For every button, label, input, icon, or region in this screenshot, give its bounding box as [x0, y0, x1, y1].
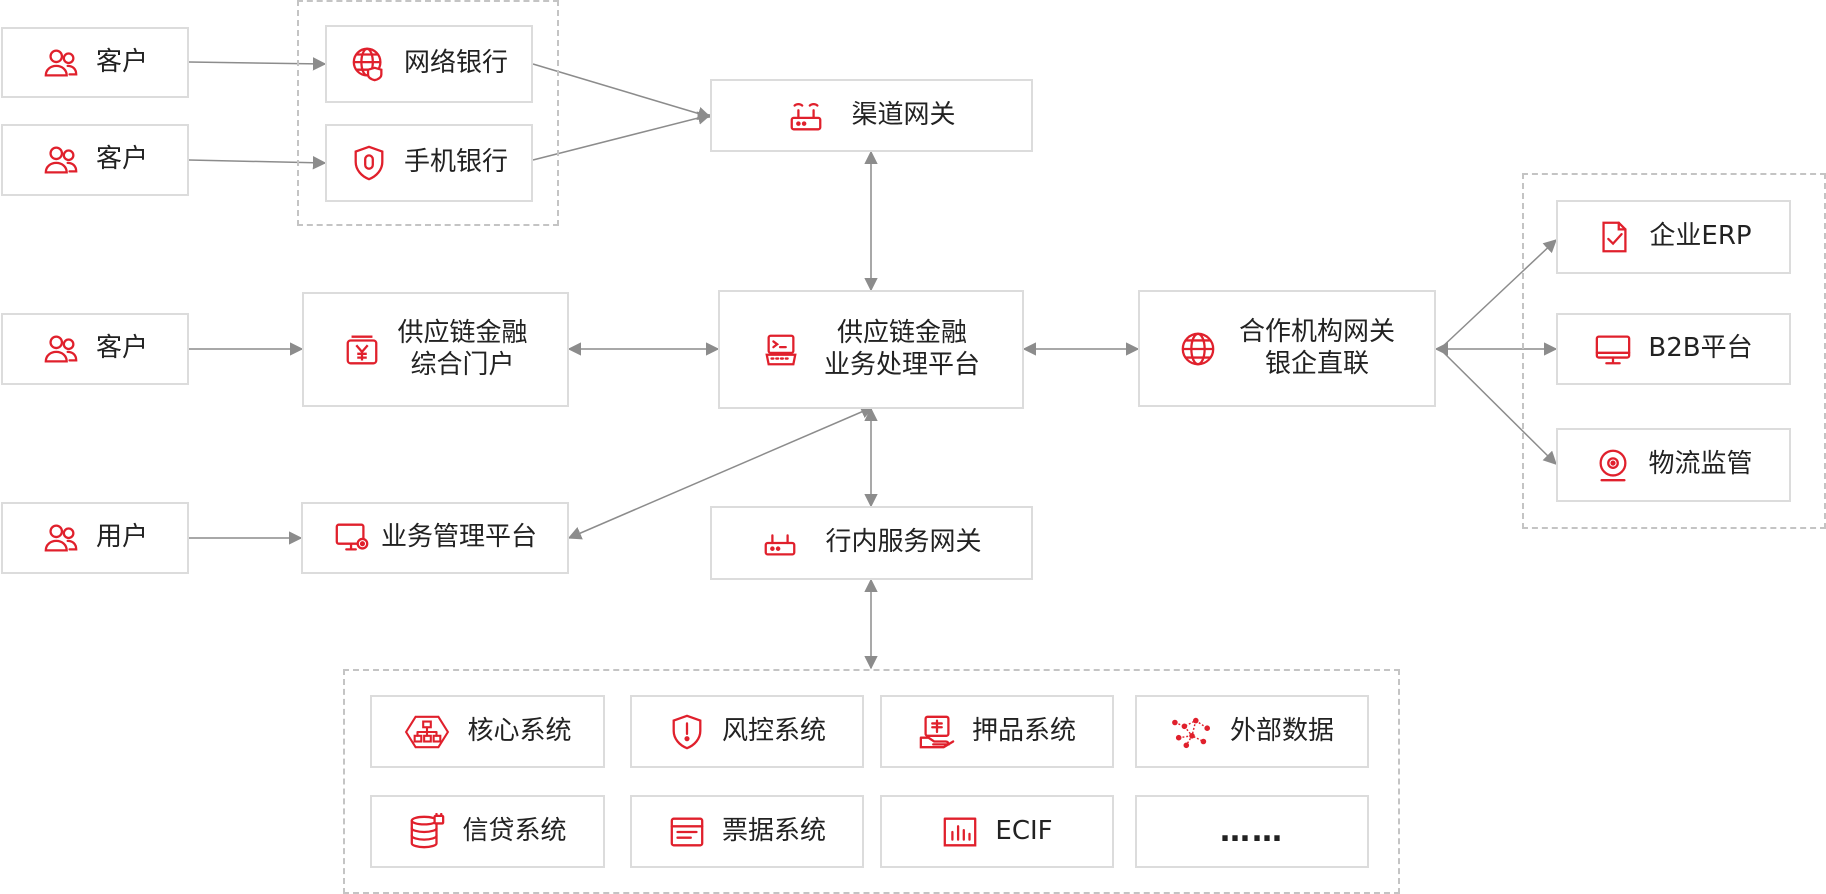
online-banking-label: 网络银行 [403, 48, 508, 79]
customer-label: 客户 [95, 144, 148, 175]
system-ecif-label: ECIF [995, 815, 1053, 846]
users-icon [42, 141, 80, 179]
users-icon [42, 44, 80, 82]
camera-icon [1594, 446, 1632, 484]
system-credit-box[interactable]: 信贷系统 [370, 795, 605, 868]
system-risk-label: 风控系统 [721, 715, 826, 746]
core-platform-box[interactable]: 供应链金融 业务处理平台 [718, 290, 1024, 409]
arrow-online-banking-channel-gateway [532, 63, 712, 120]
yen-icon [343, 331, 381, 369]
channels-group [297, 0, 559, 226]
arrow-mgmt-core [567, 405, 875, 540]
systems-group [343, 669, 1400, 894]
mobile-banking-label: 手机银行 [403, 147, 508, 178]
partner-b2b-label: B2B平台 [1648, 333, 1753, 364]
database-icon [408, 812, 446, 851]
core-platform-label: 供应链金融 业务处理平台 [823, 318, 980, 380]
bar-chart-icon [941, 813, 979, 851]
monitor-icon [1594, 330, 1632, 368]
partner-logistics-box[interactable]: 物流监管 [1556, 428, 1791, 502]
arrow-partner-logistics [1439, 348, 1557, 465]
channel-gateway-box[interactable]: 渠道网关 [710, 79, 1033, 152]
portal-box[interactable]: 供应链金融 综合门户 [302, 292, 569, 407]
partner-erp-box[interactable]: 企业ERP [1556, 200, 1791, 274]
system-more-box[interactable]: …… [1135, 795, 1369, 868]
partner-logistics-label: 物流监管 [1648, 449, 1753, 480]
customer-box-1[interactable]: 客户 [1, 27, 189, 98]
arrow-customer1-online-banking [188, 57, 327, 71]
system-core-label: 核心系统 [467, 715, 572, 746]
mgmt-platform-box[interactable]: 业务管理平台 [301, 502, 569, 574]
users-icon [42, 330, 80, 368]
system-collateral-label: 押品系统 [971, 715, 1076, 746]
arrow-partner-erp [1439, 239, 1557, 350]
document-check-icon [1595, 218, 1633, 256]
shield-alert-icon [668, 713, 706, 751]
user-label: 用户 [95, 522, 148, 553]
customer-label: 客户 [95, 333, 148, 364]
arrow-mobile-banking-channel-gateway [532, 111, 712, 161]
internal-gateway-label: 行内服务网关 [825, 527, 982, 558]
data-network-icon [1170, 713, 1214, 751]
router-icon [787, 97, 825, 135]
globe-icon [1179, 330, 1217, 368]
system-external-data-label: 外部数据 [1229, 715, 1334, 746]
user-box[interactable]: 用户 [1, 502, 189, 574]
online-banking-box[interactable]: 网络银行 [325, 25, 533, 103]
partner-erp-label: 企业ERP [1649, 221, 1752, 252]
collateral-icon [918, 713, 956, 751]
customer-label: 客户 [95, 46, 148, 77]
terminal-icon [762, 331, 800, 369]
partners-group [1522, 173, 1826, 529]
mobile-banking-box[interactable]: 手机银行 [325, 124, 533, 202]
customer-box-2[interactable]: 客户 [1, 124, 189, 196]
arrow-customer2-mobile-banking [188, 155, 327, 170]
system-risk-box[interactable]: 风控系统 [630, 695, 864, 768]
partner-gateway-box[interactable]: 合作机构网关 银企直联 [1138, 290, 1436, 407]
globe-shield-icon [350, 45, 388, 83]
hierarchy-icon [403, 713, 451, 751]
users-icon [42, 519, 80, 557]
customer-box-3[interactable]: 客户 [1, 313, 189, 385]
system-credit-label: 信贷系统 [462, 815, 567, 846]
system-bill-label: 票据系统 [721, 815, 826, 846]
router-icon [761, 524, 799, 562]
monitor-gear-icon [333, 519, 371, 557]
system-core-box[interactable]: 核心系统 [370, 695, 605, 768]
system-ecif-box[interactable]: ECIF [880, 795, 1114, 868]
partner-gateway-label: 合作机构网关 银企直联 [1238, 317, 1395, 379]
portal-label: 供应链金融 综合门户 [397, 318, 528, 380]
channel-gateway-label: 渠道网关 [851, 99, 956, 130]
more-ellipsis: …… [1220, 813, 1284, 849]
system-bill-box[interactable]: 票据系统 [630, 795, 864, 868]
internal-gateway-box[interactable]: 行内服务网关 [710, 506, 1033, 580]
bill-icon [668, 813, 706, 851]
system-external-data-box[interactable]: 外部数据 [1135, 695, 1369, 768]
system-collateral-box[interactable]: 押品系统 [880, 695, 1114, 768]
partner-b2b-box[interactable]: B2B平台 [1556, 313, 1791, 385]
shield-icon [350, 144, 388, 182]
mgmt-platform-label: 业务管理平台 [380, 522, 537, 553]
